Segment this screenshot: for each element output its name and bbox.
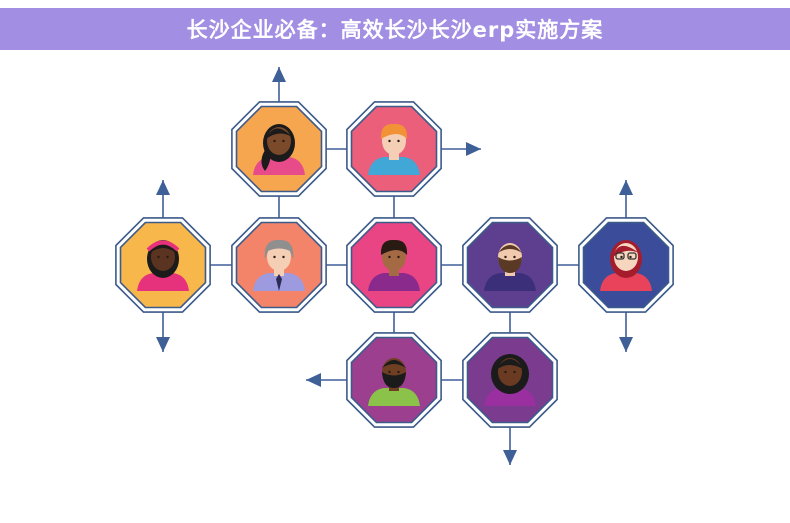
eye-shape xyxy=(504,255,507,259)
page-title: 长沙企业必备：高效长沙长沙erp实施方案 xyxy=(186,18,604,42)
eye-shape xyxy=(397,255,400,259)
glasses-icon xyxy=(627,252,637,260)
eye-shape xyxy=(620,255,623,259)
hair-front-shape xyxy=(382,360,406,368)
arrow-head-icon xyxy=(619,180,633,195)
tie-shape xyxy=(276,274,282,291)
eye-shape xyxy=(282,139,285,143)
eye-shape xyxy=(513,255,516,259)
arrow-head-icon xyxy=(156,337,170,352)
eye-shape xyxy=(397,139,400,143)
avatar-node-man-orange-hair xyxy=(346,101,442,197)
shirt-shape xyxy=(600,273,652,291)
avatar-node-woman-headband xyxy=(115,217,211,313)
shirt-shape xyxy=(368,273,420,291)
hair-front-shape xyxy=(380,239,408,255)
glasses-icon xyxy=(615,252,625,260)
eye-shape xyxy=(282,255,285,259)
eye-shape xyxy=(166,255,169,259)
shirt-shape xyxy=(368,388,420,406)
shirt-shape xyxy=(368,157,420,175)
hair-front-shape xyxy=(498,245,522,253)
avatar-node-man-beard xyxy=(462,217,558,313)
hair-front-shape xyxy=(266,128,292,139)
eye-shape xyxy=(397,370,400,374)
eye-shape xyxy=(273,255,276,259)
eye-shape xyxy=(273,139,276,143)
shirt-shape xyxy=(484,273,536,291)
hair-front-shape xyxy=(380,123,408,139)
eye-shape xyxy=(629,255,632,259)
neck-shape xyxy=(389,267,399,276)
avatar-node-woman-curly xyxy=(462,332,558,428)
beard-shape xyxy=(382,372,406,388)
hair-front-shape xyxy=(496,359,524,370)
ponytail-shape xyxy=(261,147,271,171)
arrow-head-icon xyxy=(156,180,170,195)
face-shape xyxy=(151,243,175,271)
avatar-node-man-grey-hair xyxy=(231,217,327,313)
avatar-node-woman-ponytail xyxy=(231,101,327,197)
headband-shape xyxy=(146,240,180,252)
arrow-head-icon xyxy=(503,450,517,465)
arrow-head-icon xyxy=(619,337,633,352)
eye-shape xyxy=(504,370,507,374)
shirt-shape xyxy=(137,273,189,291)
avatar-node-man-dark-skin xyxy=(346,332,442,428)
eye-shape xyxy=(513,370,516,374)
arrow-head-icon xyxy=(306,373,321,387)
arrow-head-icon xyxy=(272,67,286,82)
beard-shape xyxy=(498,257,522,273)
face-shape xyxy=(267,243,291,271)
eye-shape xyxy=(157,255,160,259)
arrow-head-icon xyxy=(466,142,481,156)
eye-shape xyxy=(388,255,391,259)
hair-front-shape xyxy=(150,244,176,253)
eye-shape xyxy=(388,370,391,374)
eye-shape xyxy=(388,139,391,143)
hair-front-shape xyxy=(613,245,639,257)
title-banner: 长沙企业必备：高效长沙长沙erp实施方案 xyxy=(0,8,790,50)
avatar-node-person-center xyxy=(346,217,442,313)
shirt-shape xyxy=(484,388,536,406)
neck-shape xyxy=(274,267,284,276)
avatar-node-woman-glasses xyxy=(578,217,674,313)
neck-shape xyxy=(389,151,399,160)
hair-front-shape xyxy=(264,239,294,259)
